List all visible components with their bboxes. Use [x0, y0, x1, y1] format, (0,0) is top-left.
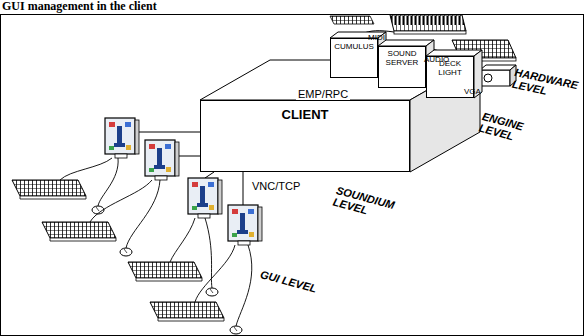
level-label: GUI LEVEL [259, 268, 330, 298]
port-label: AUDIO [424, 56, 449, 65]
level-label: SOUNDIUM LEVEL [332, 184, 410, 227]
level-label: HARDWARE LEVEL [511, 66, 579, 103]
protocol-label: VNC/TCP [250, 180, 302, 192]
node-text: SOUND SERVER [379, 50, 425, 68]
protocol-label: EMP/RPC [296, 88, 350, 100]
node-text: CUMULUS [334, 43, 374, 52]
client-box: CLIENT [200, 100, 410, 172]
port-label: VGA [464, 88, 481, 97]
port-label: MIDI [368, 34, 385, 43]
node-text: CLIENT [282, 108, 329, 122]
engine-box: CUMULUS [330, 38, 378, 78]
diagram-title: GUI management in the client [2, 0, 157, 13]
engine-box: SOUND SERVER [378, 46, 426, 88]
level-label: ENGINE LEVEL [478, 110, 542, 149]
